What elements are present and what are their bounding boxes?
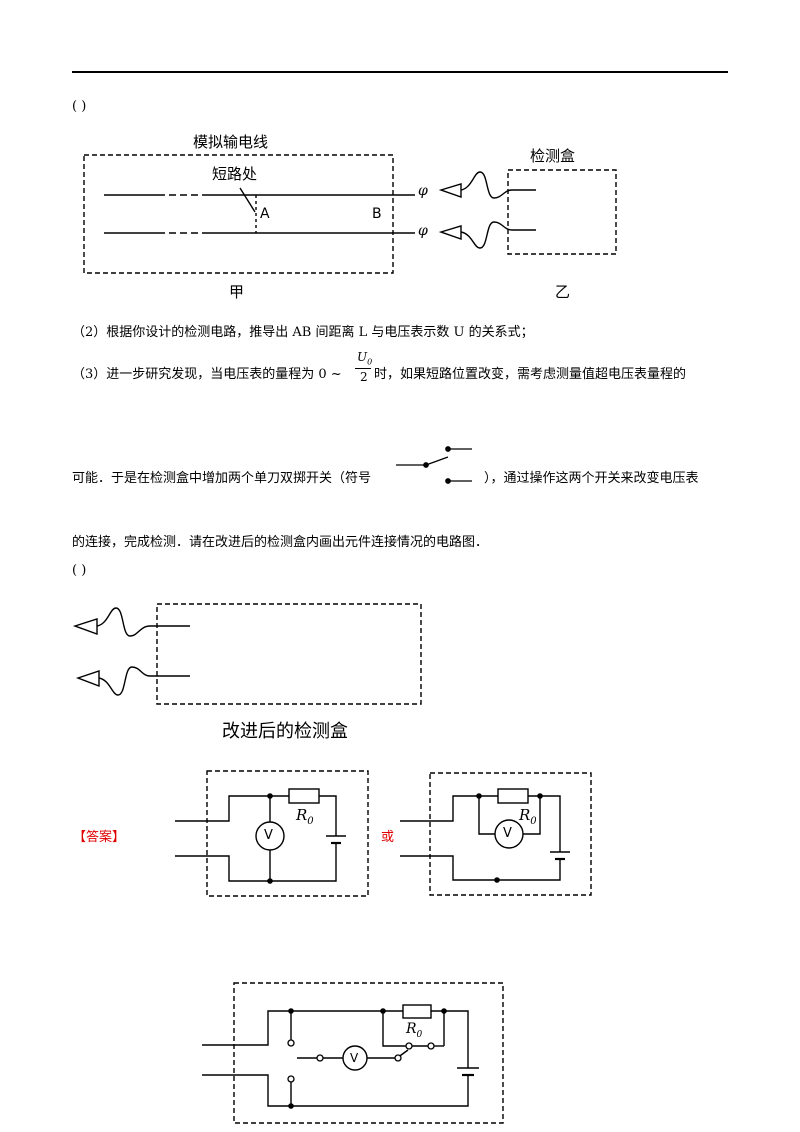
connect-text: 的连接，完成检测．请在改进后的检测盒内画出元件连接情况的电路图． — [72, 535, 489, 550]
fraction-bar — [355, 368, 371, 369]
question-2: （2）根据你设计的检测电路，推导出 AB 间距离 L 与电压表示数 U 的关系式… — [72, 325, 534, 340]
resistor-label-1: R0 — [296, 806, 314, 827]
possible-text-before: 可能．于是在检测盒中增加两个单刀双掷开关（符号 — [72, 471, 372, 486]
header-rule — [72, 71, 728, 73]
answer-or: 或 — [381, 830, 395, 845]
short-pointer — [239, 187, 256, 213]
voltmeter-2: V — [503, 826, 512, 841]
answer-bracket-1: ( ) — [72, 99, 87, 114]
detect-box-label: 检测盒 — [530, 147, 576, 165]
caption-right: 乙 — [555, 283, 571, 301]
probe-wire-upper — [460, 171, 536, 199]
fraction-numerator: U0 — [357, 350, 373, 367]
sim-line-label: 模拟输电线 — [193, 133, 269, 151]
answer-label: 【答案】 — [73, 830, 126, 845]
short-point-label: 短路处 — [212, 165, 258, 183]
question-3-before: （3）进一步研究发现，当电压表的量程为 0 ~ — [72, 367, 342, 382]
probe-wire-lower — [460, 221, 536, 249]
fraction-denominator: 2 — [360, 370, 368, 384]
question-3-after: 时，如果短路位置改变，需考虑测量值超电压表量程的 — [374, 367, 687, 382]
terminal-upper: φ — [418, 183, 428, 199]
improved-box-caption: 改进后的检测盒 — [222, 721, 348, 742]
terminal-lower: φ — [418, 223, 428, 239]
sim-line-box — [83, 154, 394, 274]
point-a-label: A — [260, 206, 270, 222]
voltmeter-3: V — [350, 1051, 359, 1065]
point-b-label: B — [372, 206, 382, 222]
answer-bracket-2: ( ) — [72, 563, 87, 578]
possible-text-after: ），通过操作这两个开关来改变电压表 — [484, 471, 699, 486]
voltmeter-1: V — [264, 828, 273, 843]
probe-tip-upper — [438, 183, 462, 198]
caption-left: 甲 — [229, 283, 245, 301]
resistor-label-3: R0 — [406, 1021, 423, 1040]
resistor-label-2: R0 — [519, 806, 537, 827]
